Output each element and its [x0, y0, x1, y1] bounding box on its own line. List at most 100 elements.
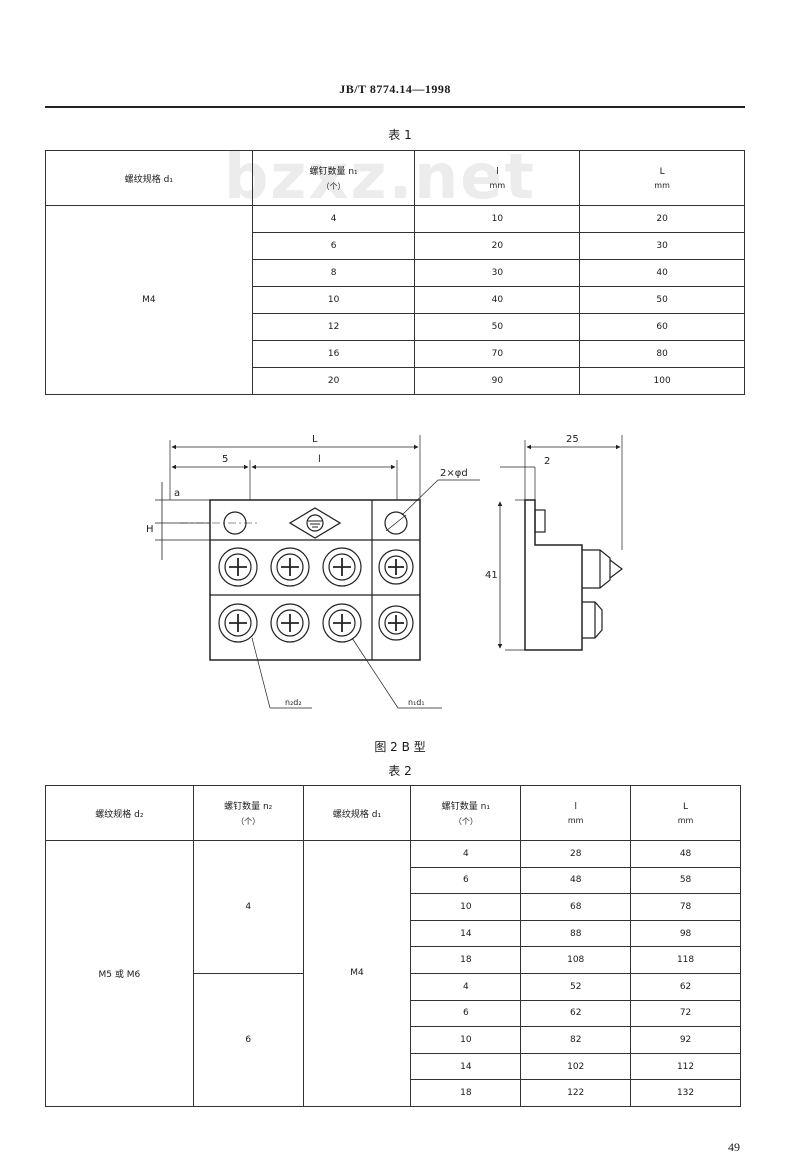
table-row: M4 4 10 20 — [45, 205, 745, 395]
table-cell: 70 — [414, 340, 581, 368]
table-cell: 16 — [251, 340, 416, 368]
table-cell: 102 — [520, 1052, 632, 1081]
label-H: H — [146, 524, 154, 535]
table-cell: 118 — [630, 946, 741, 974]
table-cell: 90 — [414, 367, 581, 395]
table-cell: 48 — [520, 866, 632, 895]
table-cell: 98 — [630, 919, 741, 948]
table-cell: 30 — [414, 259, 581, 287]
table1-header-screw-count: 螺钉数量 n₁（个） — [251, 150, 416, 206]
table-cell: 78 — [630, 893, 741, 921]
label-2: 2 — [544, 456, 550, 467]
table-cell: 4 — [410, 840, 522, 868]
table-cell: 30 — [579, 232, 745, 260]
page-number: 49 — [728, 1140, 740, 1154]
table-cell: 18 — [410, 946, 522, 974]
screw-icon — [322, 603, 362, 643]
table-cell: 10 — [410, 1026, 522, 1054]
table-row: 6 4 52 62 — [46, 972, 741, 1107]
table1-caption: 表 1 — [388, 128, 412, 142]
screw-row-1 — [218, 547, 414, 587]
table-cell: 122 — [520, 1079, 632, 1107]
screw-side-icon — [582, 549, 611, 589]
table-cell: 58 — [630, 866, 741, 895]
label-5: 5 — [222, 454, 228, 465]
label-n1d1: n₁d₁ — [408, 698, 425, 707]
table-cell: 14 — [410, 919, 522, 948]
table-row: M5 或 M6 4 M4 4 28 48 — [45, 840, 741, 1107]
screw-icon — [378, 605, 414, 641]
label-height: 41 — [485, 570, 498, 581]
standard-header: JB/T 8774.14—1998 — [339, 82, 451, 96]
table2-header-thread1: 螺纹规格 d₁ — [302, 785, 412, 841]
table-cell: 14 — [410, 1052, 522, 1081]
table-cell: 60 — [579, 313, 745, 341]
side-view — [497, 435, 623, 651]
table-cell: 12 — [251, 313, 416, 341]
ground-circle-icon — [306, 514, 324, 532]
label-holes: 2×φd — [440, 468, 468, 479]
table-cell: 20 — [579, 205, 745, 233]
table2-thread2-cell: M5 或 M6 — [45, 840, 194, 1107]
table-cell: 10 — [251, 286, 416, 314]
table-cell: 62 — [520, 999, 632, 1028]
label-L: L — [312, 434, 318, 445]
table-cell: 50 — [579, 286, 745, 314]
ground-symbol-icon — [288, 507, 342, 539]
table-cell: 132 — [630, 1079, 741, 1107]
table-cell: 88 — [520, 919, 632, 948]
table-cell: 18 — [410, 1079, 522, 1107]
table2-header-thread2: 螺纹规格 d₂ — [45, 785, 194, 841]
screw-icon — [270, 603, 310, 643]
table-cell: 68 — [520, 893, 632, 921]
table-cell: 6 — [410, 866, 522, 895]
screw-row-2 — [218, 603, 414, 643]
screw-icon — [322, 547, 362, 587]
terminal-block-drawing: L 5 l 2×φd a H 25 2 41 n₂d₂ n₁d₁ — [146, 434, 623, 709]
table-cell: 40 — [414, 286, 581, 314]
table-cell: 62 — [630, 972, 741, 1001]
screw-icon — [270, 547, 310, 587]
block-outline — [209, 499, 421, 661]
table2-n2-group-a: 4 — [192, 840, 304, 974]
table-cell: 8 — [251, 259, 416, 287]
table-cell: 6 — [410, 999, 522, 1028]
mounting-hole-icon — [384, 511, 408, 535]
table1-header-thread: 螺纹规格 d₁ — [45, 150, 253, 206]
label-l: l — [318, 454, 321, 465]
table2-thread1-cell: M4 — [302, 840, 412, 1107]
table-cell: 82 — [520, 1026, 632, 1054]
table-cell: 4 — [251, 205, 416, 233]
table-cell: 20 — [414, 232, 581, 260]
table2-header-screw-count1: 螺钉数量 n₁（个） — [410, 785, 522, 841]
table-cell: 108 — [520, 946, 632, 974]
label-n2d2: n₂d₂ — [285, 698, 302, 707]
screw-icon — [218, 547, 258, 587]
screw-side-icon — [582, 601, 603, 639]
table-cell: 80 — [579, 340, 745, 368]
label-25: 25 — [566, 434, 579, 445]
header-rule — [45, 106, 745, 108]
screw-icon — [378, 549, 414, 585]
table-cell: 28 — [520, 840, 632, 868]
table-cell: 52 — [520, 972, 632, 1001]
screw-icon — [218, 603, 258, 643]
table-cell: 10 — [414, 205, 581, 233]
table-cell: 10 — [410, 893, 522, 921]
table2-n2-group-b: 6 — [192, 972, 304, 1107]
table1-thread-cell: M4 — [45, 205, 253, 395]
table-cell: 4 — [410, 972, 522, 1001]
